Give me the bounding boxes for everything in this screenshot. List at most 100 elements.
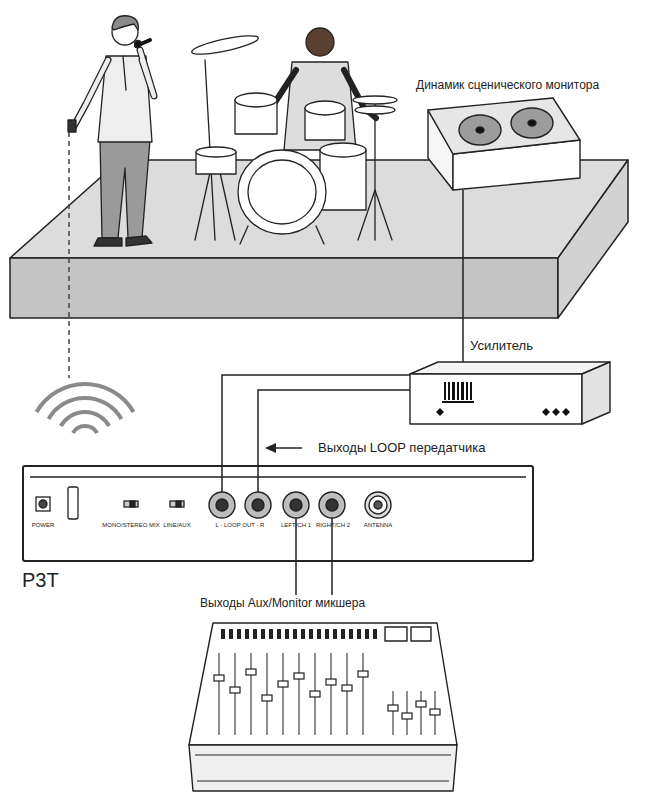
speaker-cabinet-part [459, 115, 501, 145]
mixer-meters-part [325, 629, 329, 639]
singer-figure-part [126, 236, 152, 246]
transmitter-panel-details-part [30, 476, 526, 477]
mixer-fader-knobs-part [326, 679, 336, 685]
signal-cable [462, 190, 464, 362]
drum-kit-part [235, 93, 277, 107]
amplifier-vents-part [442, 401, 474, 403]
mixer-fader-knobs-part [388, 705, 398, 711]
amplifier-vents-part [457, 382, 459, 400]
drum-kit-part [375, 190, 392, 240]
mixer-fader-knobs-part [246, 669, 256, 675]
drum-kit-part [320, 150, 366, 210]
jack-connectors-part [374, 501, 382, 509]
amplifier-vents-part [448, 382, 450, 400]
singer-figure-part [140, 50, 154, 96]
singer-figure-part [135, 41, 142, 48]
mixer-fader-knobs-part [230, 687, 240, 693]
jack-connectors-part [245, 492, 271, 518]
panel-marking: ANTENNA [364, 522, 393, 529]
jack-connectors-part [290, 499, 302, 511]
amplifier-vents-part [436, 408, 444, 416]
drum-kit-part [306, 28, 334, 56]
drum-kit-part [320, 143, 366, 157]
jack-wire-stubs [222, 465, 332, 562]
amplifier-vents [436, 382, 570, 416]
singer-figure-part [74, 60, 108, 126]
mixer-meters-part [285, 629, 289, 639]
transmitter-panel-details-part [130, 501, 135, 507]
device-name: P3T [22, 568, 59, 592]
mixer-fader-knobs-part [358, 671, 368, 677]
jack-connectors-part [209, 492, 235, 518]
mixer-meters-part [333, 629, 337, 639]
mixer-meters-part [317, 629, 321, 639]
singer-figure-part [100, 140, 150, 238]
drum-kit [190, 28, 397, 244]
mixer-meters-part [357, 629, 361, 639]
mixer-fader-knobs-part [402, 713, 412, 719]
drum-kit-part [248, 160, 316, 224]
panel-marking: LINE/AUX [163, 522, 190, 529]
mixer-meters-part [373, 629, 377, 639]
mixer-label: Выходы Aux/Monitor микшера [200, 596, 365, 610]
panel-marking: RIGHT/CH 2 [316, 522, 350, 529]
transmitter-panel-drawing [22, 465, 534, 562]
panel-marking: L - LOOP OUT - R [216, 522, 265, 529]
mixer-console-part [411, 627, 431, 641]
jack-connectors-part [283, 492, 309, 518]
singer-figure-part [68, 120, 76, 132]
mixer-console [189, 623, 457, 791]
mixer-meters-part [309, 629, 313, 639]
drum-kit-part [374, 100, 375, 240]
mixer-fader-knobs-part [310, 691, 320, 697]
jack-connectors-part [319, 492, 345, 518]
mixer-meters-part [261, 629, 265, 639]
transmitter-panel-details-part [176, 501, 181, 507]
drum-kit-part [240, 226, 248, 244]
panel-marking: POWER [32, 522, 55, 529]
mixer-fader-knobs-part [278, 681, 288, 687]
amplifier-vents-part [452, 382, 455, 400]
mixer-meters-part [237, 629, 241, 639]
amplifier-case-part [410, 374, 582, 424]
stage-platform-part [558, 160, 628, 318]
amplifier-case-part [410, 362, 610, 374]
speaker-cabinet [428, 98, 580, 190]
speaker-cabinet-part [476, 127, 484, 133]
radio-waves-part [73, 426, 97, 433]
signal-cable [331, 562, 333, 595]
mixer-fader-knobs-part [214, 675, 224, 681]
mixer-meters-part [341, 629, 345, 639]
pointer-arrow [265, 443, 302, 453]
drum-kit-part [238, 150, 326, 234]
jack-connectors-part [326, 499, 338, 511]
mixer-meters-part [365, 629, 369, 639]
mixer-meters [221, 629, 377, 639]
jack-wire-stubs-part [257, 465, 259, 492]
amplifier-vents-part [552, 408, 560, 416]
mixer-fader-knobs-part [342, 685, 352, 691]
drum-kit-part [316, 226, 324, 244]
speaker-cabinet-part [511, 108, 553, 138]
callout-text: Выходы LOOP передатчика [318, 440, 486, 456]
mixer-fader-knobs-part [416, 701, 426, 707]
speaker-cabinet-part [528, 120, 536, 126]
mixer-console-part [195, 755, 451, 781]
wireless-dashed-line [68, 132, 70, 378]
mixer-meters-part [253, 629, 257, 639]
mixer-meters-part [229, 629, 233, 639]
amplifier-vents-part [470, 382, 472, 400]
mixer-fader-knobs [214, 669, 440, 719]
singer-figure-part [112, 16, 138, 30]
mixer-meters-part [293, 629, 297, 639]
amplifier-drawing [410, 362, 610, 424]
singer-figure-part [94, 238, 122, 246]
transmitter-panel-details-part [68, 487, 78, 519]
mixer-console: Выходы Aux/Monitor микшера [185, 595, 460, 795]
panel-marking: LEFT/CH 1 [281, 522, 311, 529]
transmitter-panel-details-part [39, 500, 47, 508]
drum-kit-part [305, 101, 345, 115]
mixer-console-part [385, 627, 407, 641]
singer-figure-part [74, 60, 108, 126]
amplifier-case-part [582, 362, 610, 424]
